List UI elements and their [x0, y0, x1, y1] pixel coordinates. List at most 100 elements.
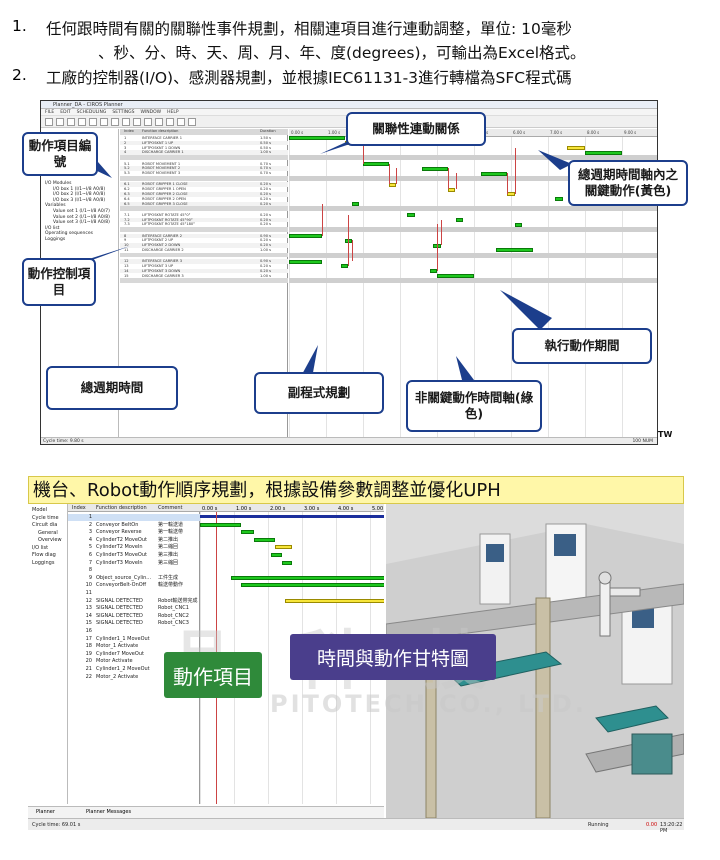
- tree-item[interactable]: I/O box 1 (I/1~I/8 A0/8): [53, 186, 106, 192]
- sequence-gantt-bar[interactable]: [240, 583, 384, 588]
- gantt-bar[interactable]: [340, 264, 349, 269]
- toolbar-button[interactable]: [144, 118, 152, 126]
- menu-item-help[interactable]: HELP: [167, 110, 179, 115]
- model-tree-item[interactable]: Flow diag: [32, 552, 56, 558]
- toolbar-button[interactable]: [100, 118, 108, 126]
- tree-item[interactable]: Value set 3 (I/1~I/8 A0/8): [53, 220, 110, 226]
- toolbar-button[interactable]: [45, 118, 53, 126]
- sequence-row[interactable]: 16: [68, 628, 200, 635]
- gantt-bar[interactable]: [388, 182, 397, 187]
- tab-planner[interactable]: Planner: [36, 809, 55, 815]
- gantt-bar[interactable]: [566, 146, 585, 150]
- tree-item[interactable]: Variables: [45, 203, 66, 209]
- model-tree-item[interactable]: Circuit dia: [32, 522, 58, 528]
- gantt-bar[interactable]: [433, 243, 441, 248]
- toolbar-button[interactable]: [122, 118, 130, 126]
- tree-item[interactable]: Operating sequences: [45, 231, 93, 237]
- tree-item[interactable]: I/O box 3 (I/1~I/8 A0/8): [53, 197, 106, 203]
- toolbar-button[interactable]: [166, 118, 174, 126]
- menu-item-file[interactable]: FILE: [45, 110, 55, 115]
- tree-item[interactable]: I/O Modules: [45, 181, 72, 186]
- menu-item-edit[interactable]: EDIT: [60, 110, 71, 115]
- sequence-row[interactable]: 11: [68, 590, 200, 597]
- sequence-row[interactable]: 8: [68, 567, 200, 574]
- model-tree-item[interactable]: Loggings: [32, 559, 55, 566]
- menu-item-scheduling[interactable]: SCHEDULING: [76, 110, 107, 115]
- sequence-row[interactable]: 1: [68, 514, 200, 521]
- tree-item[interactable]: I/O box 2 (I/1~I/8 A0/8): [53, 192, 106, 198]
- sequence-gantt-bar[interactable]: [200, 522, 241, 527]
- gantt-bar[interactable]: [429, 269, 437, 274]
- sequence-gantt-bar[interactable]: [271, 553, 282, 557]
- toolbar-button[interactable]: [133, 118, 141, 126]
- gantt-bar[interactable]: [351, 202, 360, 206]
- sequence-gantt-bar[interactable]: [254, 537, 275, 542]
- sequence-gantt-bar[interactable]: [281, 560, 292, 565]
- gantt-bar[interactable]: [507, 192, 515, 197]
- toolbar-button[interactable]: [111, 118, 119, 126]
- menu-item-settings[interactable]: SETTINGS: [112, 110, 135, 115]
- gantt-bar[interactable]: [437, 274, 474, 278]
- gantt-bar[interactable]: [455, 218, 463, 222]
- gantt-bar[interactable]: [514, 222, 523, 227]
- tree-item[interactable]: Value set 2 (I/1~I/8 A0/8): [53, 214, 110, 220]
- model-tree-item[interactable]: I/O list: [32, 544, 49, 551]
- sequence-gantt-bar[interactable]: [285, 598, 384, 603]
- gantt-bar[interactable]: [407, 213, 415, 218]
- gantt-bar[interactable]: [289, 259, 323, 264]
- sequence-gantt-bar[interactable]: [230, 575, 384, 580]
- toolbar-button[interactable]: [155, 118, 163, 126]
- 3d-simulation-view[interactable]: [386, 504, 684, 818]
- toolbar-button[interactable]: [89, 118, 97, 126]
- gantt-bar[interactable]: [289, 234, 323, 238]
- gantt-bar[interactable]: [422, 166, 449, 171]
- toolbar-button[interactable]: [56, 118, 64, 126]
- gantt-bar[interactable]: [555, 197, 563, 202]
- model-tree-item[interactable]: Model: [32, 507, 48, 513]
- gantt-bar[interactable]: [481, 171, 508, 176]
- toolbar-button[interactable]: [188, 118, 196, 126]
- tree-item[interactable]: Loggings: [45, 237, 66, 242]
- sequence-gantt-bar[interactable]: [274, 545, 292, 550]
- gantt-bar[interactable]: [363, 162, 389, 166]
- toolbar-button[interactable]: [67, 118, 75, 126]
- menu-item-window[interactable]: WINDOW: [140, 110, 162, 115]
- toolbar-button[interactable]: [177, 118, 185, 126]
